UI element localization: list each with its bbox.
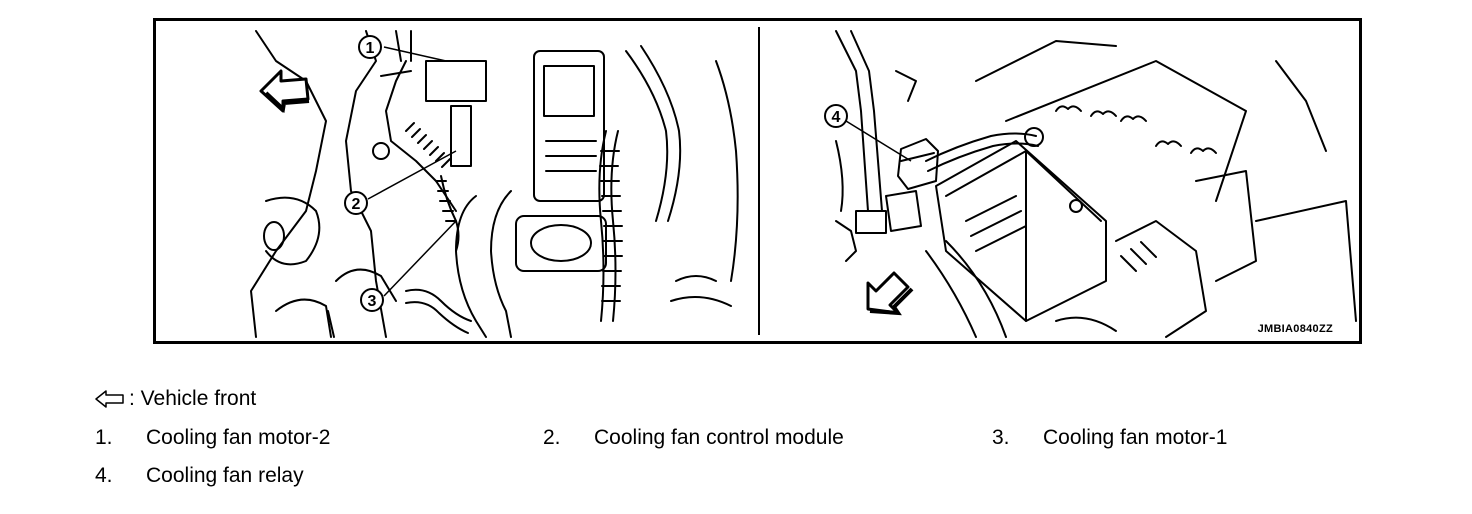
- item-label: Cooling fan control module: [594, 426, 844, 449]
- item-label: Cooling fan motor-2: [146, 426, 331, 449]
- component-location-figure: 1 2 3: [153, 18, 1362, 344]
- legend-text: : Vehicle front: [129, 387, 257, 410]
- callout-4: 4: [832, 109, 841, 126]
- item-number: 1.: [95, 426, 113, 449]
- engine-bay-illustration: 1 2 3: [250, 27, 1357, 338]
- item-label: Cooling fan relay: [146, 464, 304, 487]
- figure-code: JMBIA0840ZZ: [1257, 323, 1333, 335]
- item-number: 2.: [543, 426, 561, 449]
- item-number: 4.: [95, 464, 113, 487]
- arrow-left-icon: [95, 390, 124, 408]
- callout-3: 3: [368, 293, 377, 310]
- item-number: 3.: [992, 426, 1010, 449]
- vehicle-front-legend: : Vehicle front: [95, 387, 256, 411]
- item-label: Cooling fan motor-1: [1043, 426, 1228, 449]
- callout-1: 1: [366, 40, 375, 57]
- callout-2: 2: [352, 196, 361, 213]
